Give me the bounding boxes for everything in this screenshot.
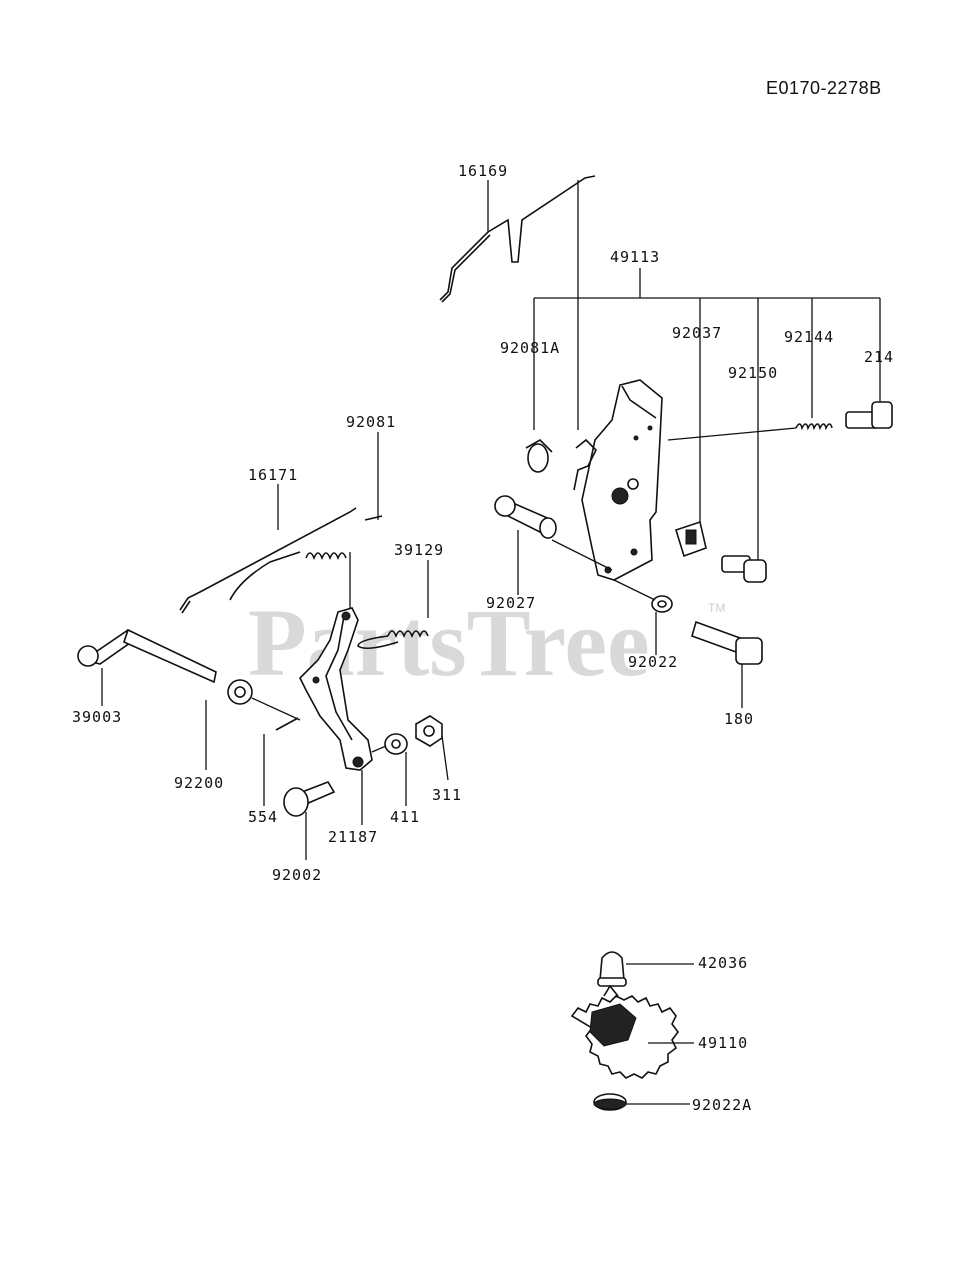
part-180-bolt[interactable] xyxy=(691,620,763,665)
label-49110[interactable]: 49110 xyxy=(698,1034,748,1052)
leader-92022-axis xyxy=(613,579,656,601)
part-92022A-washer[interactable] xyxy=(593,1093,627,1111)
label-92027[interactable]: 92027 xyxy=(486,594,536,612)
part-92081A-pin[interactable] xyxy=(525,439,553,473)
part-49110-gear[interactable] xyxy=(570,984,679,1079)
label-311[interactable]: 311 xyxy=(432,786,462,804)
label-92144[interactable]: 92144 xyxy=(784,328,834,346)
leader-shaft-axis xyxy=(251,697,301,721)
label-49113[interactable]: 49113 xyxy=(610,248,660,266)
part-311-nut[interactable] xyxy=(415,715,443,747)
part-92002-bolt[interactable] xyxy=(283,781,336,817)
label-39129[interactable]: 39129 xyxy=(394,541,444,559)
label-214[interactable]: 214 xyxy=(864,348,894,366)
label-39003[interactable]: 39003 xyxy=(72,708,122,726)
label-92002[interactable]: 92002 xyxy=(272,866,322,884)
part-92200-bushing[interactable] xyxy=(227,679,253,705)
label-92037[interactable]: 92037 xyxy=(672,324,722,342)
part-554-pin[interactable] xyxy=(275,717,299,731)
leader-311 xyxy=(441,735,449,781)
label-92150[interactable]: 92150 xyxy=(728,364,778,382)
label-42036[interactable]: 42036 xyxy=(698,954,748,972)
label-554[interactable]: 554 xyxy=(248,808,278,826)
label-92022A[interactable]: 92022A xyxy=(692,1096,752,1114)
label-92022[interactable]: 92022 xyxy=(628,653,678,671)
leader-spring-axis xyxy=(667,427,797,441)
label-16169[interactable]: 16169 xyxy=(458,162,508,180)
part-42036-cap[interactable] xyxy=(597,951,627,987)
label-21187[interactable]: 21187 xyxy=(328,828,378,846)
label-92081[interactable]: 92081 xyxy=(346,413,396,431)
leader-411-axis xyxy=(371,745,387,753)
watermark-trademark: TM xyxy=(708,601,725,615)
part-spring-upper[interactable] xyxy=(229,551,347,601)
part-16169-wire[interactable] xyxy=(439,175,596,303)
part-16171-rod[interactable] xyxy=(179,507,357,614)
part-411-washer[interactable] xyxy=(384,733,408,755)
part-49113-plate[interactable] xyxy=(581,379,663,581)
part-92150-screw[interactable] xyxy=(721,555,767,583)
label-16171[interactable]: 16171 xyxy=(248,466,298,484)
leader-92027-axis xyxy=(551,539,613,571)
part-39129-spring[interactable] xyxy=(357,630,429,650)
part-214-bolt[interactable] xyxy=(845,401,893,429)
part-lever-tab[interactable] xyxy=(573,438,597,491)
part-92027-sleeve[interactable] xyxy=(494,495,557,539)
part-92022-washer[interactable] xyxy=(651,595,673,613)
part-92081-link[interactable] xyxy=(364,515,383,521)
label-411[interactable]: 411 xyxy=(390,808,420,826)
label-180[interactable]: 180 xyxy=(724,710,754,728)
part-39003-shaft[interactable] xyxy=(77,628,217,684)
diagram-code: E0170-2278B xyxy=(766,78,882,98)
part-21187-lever[interactable] xyxy=(299,607,373,771)
label-92081A[interactable]: 92081A xyxy=(500,339,560,357)
part-92037-clip[interactable] xyxy=(675,520,707,558)
label-92200[interactable]: 92200 xyxy=(174,774,224,792)
part-92144-spring[interactable] xyxy=(795,423,833,431)
